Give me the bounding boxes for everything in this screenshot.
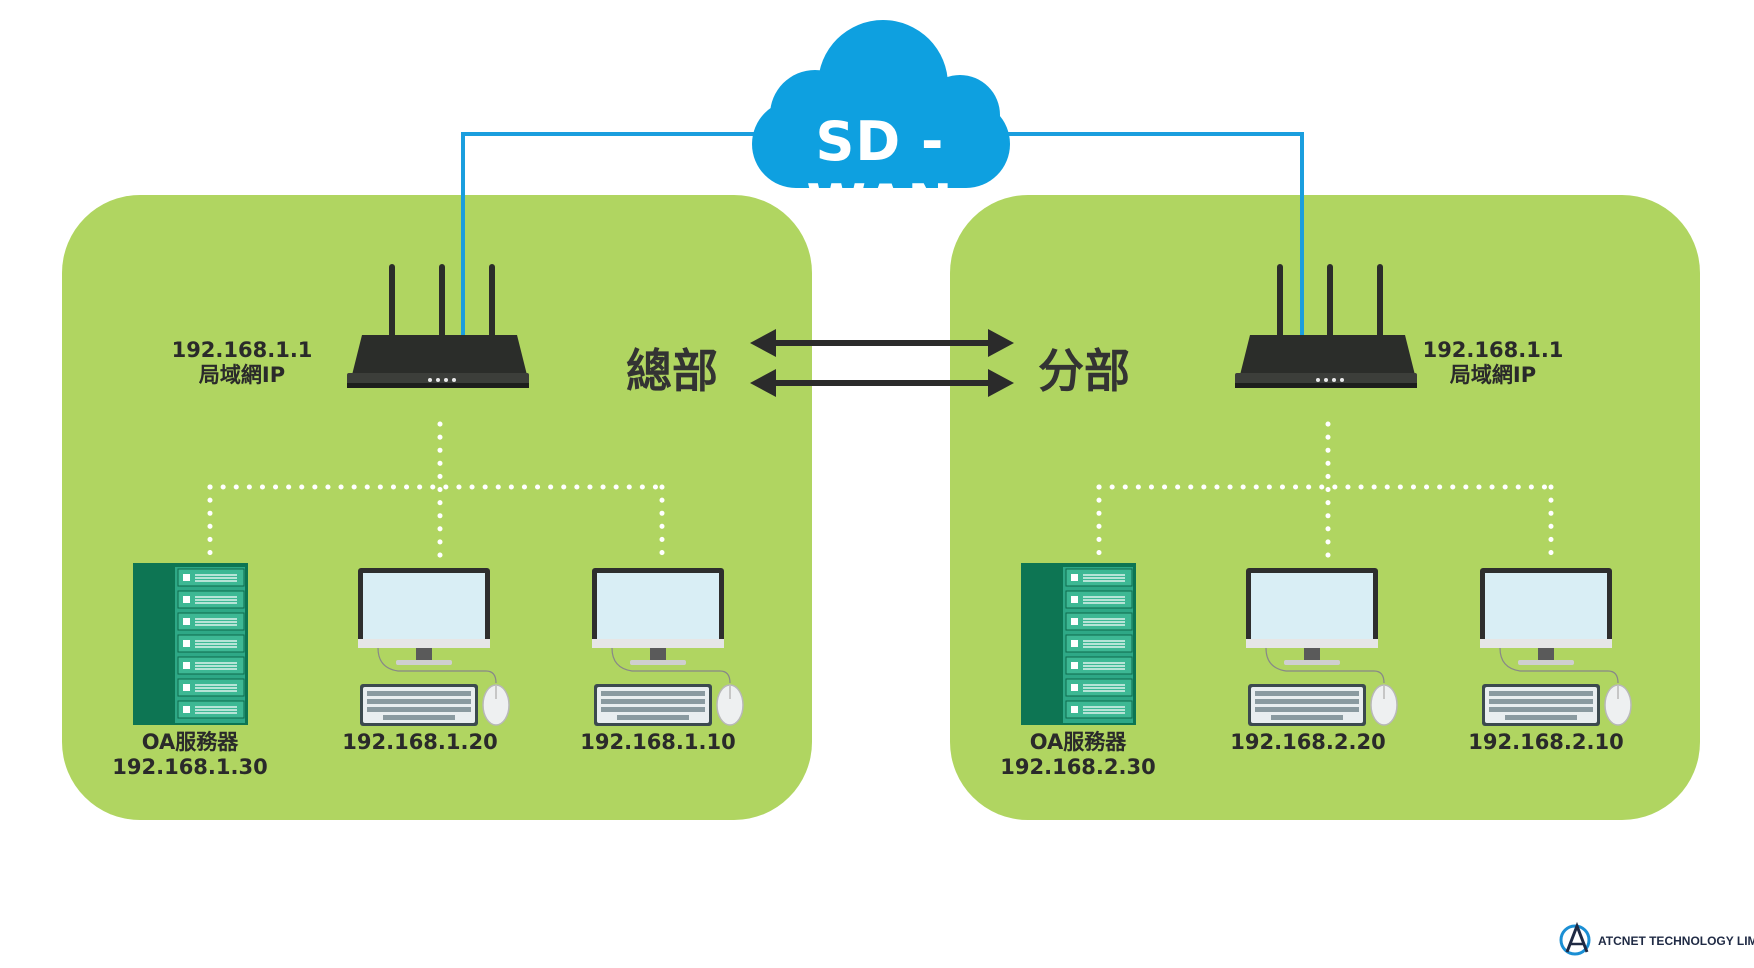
hq-computer-1-ip: 192.168.1.20 — [342, 730, 498, 754]
branch-router-ip-label: 局域網IP — [1449, 363, 1537, 387]
branch-router-ip: 192.168.1.1 — [1422, 338, 1564, 362]
hq-router-ip-label: 局域網IP — [198, 363, 286, 387]
branch-site-background — [950, 195, 1700, 820]
hq-oa-server-icon — [133, 563, 248, 725]
atcnet-logo-icon — [1559, 921, 1591, 956]
hq-server-label: OA服務器 192.168.1.30 — [80, 730, 300, 780]
company-logo-text: ATCNET TECHNOLOGY LIMITED — [1598, 934, 1754, 948]
branch-title: 分部 — [1038, 344, 1130, 398]
branch-server-name: OA服務器 — [1029, 730, 1127, 754]
hq-title: 總部 — [626, 344, 718, 398]
hq-computer-2-ip: 192.168.1.10 — [580, 730, 736, 754]
site-link-arrows — [750, 329, 1014, 397]
wan-link-hq — [461, 132, 760, 340]
branch-computer-2-ip: 192.168.2.10 — [1468, 730, 1624, 754]
branch-computer-1-ip: 192.168.2.20 — [1230, 730, 1386, 754]
hq-computer-icon-2 — [591, 567, 744, 727]
hq-router-ip: 192.168.1.1 — [171, 338, 313, 362]
wan-link-branch — [1005, 132, 1304, 340]
branch-server-ip: 192.168.2.30 — [1000, 755, 1156, 779]
branch-computer-icon-1 — [1245, 567, 1398, 727]
cloud-label: SD -WAN — [806, 110, 954, 236]
branch-computer-icon-2 — [1479, 567, 1632, 727]
hq-computer-icon-1 — [357, 567, 510, 727]
hq-server-name: OA服務器 — [141, 730, 239, 754]
hq-server-ip: 192.168.1.30 — [112, 755, 268, 779]
hq-site-background — [62, 195, 812, 820]
hq-lan-lines — [207, 421, 665, 571]
branch-router-label: 192.168.1.1 局域網IP — [1413, 338, 1573, 388]
branch-lan-lines — [1096, 421, 1554, 571]
branch-oa-server-icon — [1021, 563, 1136, 725]
branch-server-label: OA服務器 192.168.2.30 — [968, 730, 1188, 780]
sd-wan-cloud-icon — [752, 20, 1010, 188]
hq-router-label: 192.168.1.1 局域網IP — [162, 338, 322, 388]
